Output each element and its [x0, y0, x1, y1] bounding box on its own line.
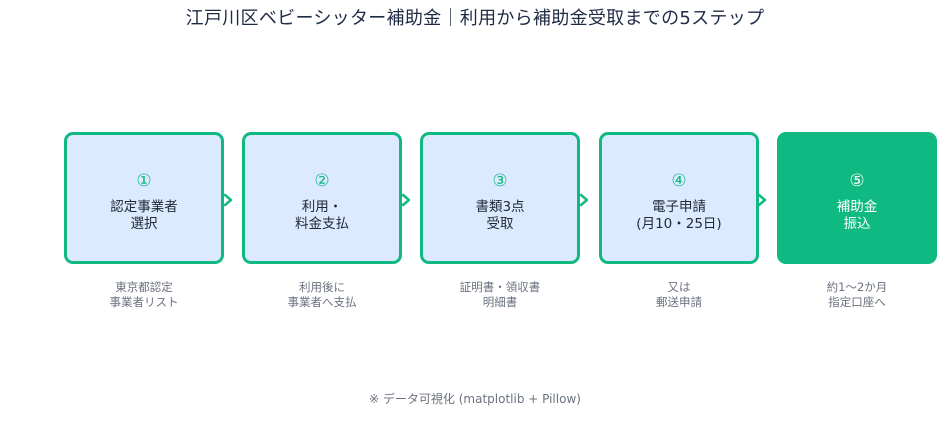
step-label-1: 認定事業者 選択	[110, 199, 178, 232]
step-label-3: 書類3点 受取	[475, 199, 525, 232]
step-number-1: ①	[136, 171, 152, 191]
step-note-3: 証明書・領収書 明細書	[459, 280, 541, 309]
step-box-4: ④ 電子申請 (月10・25日)	[599, 132, 759, 264]
step-box-5: ⑤ 補助金 振込	[777, 132, 937, 264]
step-note-1: 東京都認定 事業者リスト	[109, 280, 179, 309]
arrow-right-icon	[757, 193, 767, 207]
footer-note: ※ データ可視化 (matplotlib + Pillow)	[369, 392, 581, 406]
arrow-right-icon	[579, 193, 589, 207]
step-number-2: ②	[314, 171, 330, 191]
step-box-2: ② 利用・ 料金支払	[242, 132, 402, 264]
step-label-4: 電子申請 (月10・25日)	[636, 199, 722, 232]
arrow-right-icon	[223, 193, 233, 207]
step-note-4: 又は 郵送申請	[656, 280, 702, 309]
step-note-5: 約1〜2か月 指定口座へ	[826, 280, 888, 309]
diagram-title: 江戸川区ベビーシッター補助金｜利用から補助金受取までの5ステップ	[185, 8, 765, 29]
step-label-2: 利用・ 料金支払	[295, 199, 349, 232]
step-label-5: 補助金 振込	[836, 199, 878, 232]
step-box-1: ① 認定事業者 選択	[64, 132, 224, 264]
step-number-4: ④	[671, 171, 687, 191]
step-number-3: ③	[492, 171, 508, 191]
step-number-5: ⑤	[849, 171, 865, 191]
step-box-3: ③ 書類3点 受取	[420, 132, 580, 264]
arrow-right-icon	[401, 193, 411, 207]
step-note-2: 利用後に 事業者へ支払	[287, 280, 357, 309]
